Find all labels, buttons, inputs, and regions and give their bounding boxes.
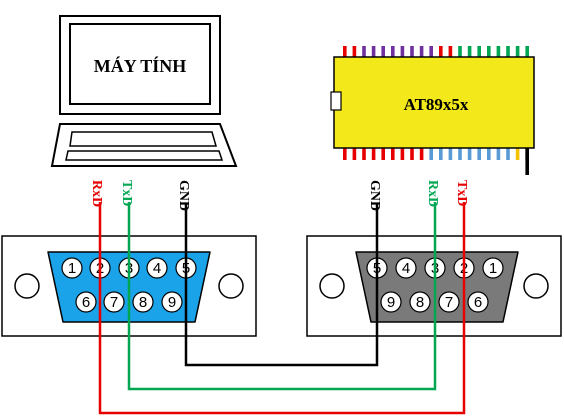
chip-notch	[330, 91, 342, 111]
right-rxd-label: RxD	[425, 180, 440, 207]
chip-pin-top-14	[467, 46, 472, 57]
chip-pin-bottom-10	[429, 148, 433, 160]
chip-pin-top-18	[506, 46, 510, 57]
chip-pin-bottom-7	[400, 148, 405, 160]
left-pin-4-socket	[146, 257, 168, 279]
chip-pin-top-15	[477, 46, 481, 57]
chip-pin-top-16	[487, 46, 491, 57]
chip-pin-top-1	[343, 46, 347, 57]
left-pin-7-socket	[103, 291, 125, 313]
chip-pin-top-6	[391, 46, 395, 57]
right-pin-7-socket	[438, 291, 460, 313]
chip-pin-bottom-1	[343, 148, 347, 160]
right-pin-9-socket	[380, 291, 402, 313]
chip-pin-top-20	[525, 46, 529, 57]
left-mount-hole-left	[14, 273, 40, 299]
chip-pin-bottom-18	[506, 148, 510, 160]
chip-pin-bottom-17	[496, 148, 501, 160]
chip-pin-top-13	[458, 46, 462, 57]
right-pin-1-label: 1	[489, 260, 497, 277]
right-pin-9-label: 9	[387, 294, 395, 311]
right-txd-label: TxD	[454, 180, 469, 206]
chip-pin-top-4	[371, 46, 376, 57]
chip-pin-bottom-5	[381, 148, 385, 160]
chip-pin-bottom-12	[448, 148, 453, 160]
right-pin-8-label: 8	[416, 294, 424, 311]
chip-pin-bottom-3	[362, 148, 366, 160]
left-signal-labels: RxD TxD GND	[89, 180, 191, 211]
chip-pin-bottom-2	[352, 148, 357, 160]
chip-pin-top-2	[352, 46, 357, 57]
gnd-wire	[184, 204, 379, 367]
right-gnd-label: GND	[367, 180, 382, 211]
chip-pin-bottom-16	[487, 148, 491, 160]
wires	[98, 202, 466, 415]
chip-pin-top-11	[439, 46, 443, 57]
rxd-to-txd-wire	[98, 202, 466, 415]
chip-pin-top-7	[400, 46, 405, 57]
left-pin-7-label: 7	[110, 294, 118, 311]
right-mount-hole-left	[319, 273, 345, 299]
left-pin-4-label: 4	[153, 260, 161, 277]
chip-pin-bottom-19	[515, 148, 520, 160]
chip-pin-top-10	[429, 46, 433, 57]
left-pin-6-label: 6	[82, 294, 90, 311]
chip-pin-bottom-11	[439, 148, 443, 160]
laptop-keyboard	[69, 131, 217, 147]
left-txd-label: TxD	[119, 180, 134, 206]
left-rxd-label: RxD	[89, 180, 104, 207]
chip-pin-bottom-14	[467, 148, 472, 160]
left-pin-8-socket	[132, 291, 154, 313]
left-pin-8-label: 8	[139, 294, 147, 311]
chip-pin-bottom-4	[371, 148, 376, 160]
chip-pins-top	[343, 46, 529, 57]
chip-pin-bottom-13	[458, 148, 462, 160]
txd-to-rxd-wire	[127, 202, 437, 391]
right-pin-6-socket	[467, 291, 489, 313]
left-pin-6-socket	[75, 291, 97, 313]
chip-pin-bottom-20-extended	[525, 148, 529, 175]
mcu-chip: AT89x5x	[330, 46, 535, 175]
chip-pin-top-17	[496, 46, 501, 57]
right-pin-1-socket	[482, 257, 504, 279]
right-signal-labels: GND RxD TxD	[367, 180, 469, 211]
chip-pin-top-12	[448, 46, 453, 57]
left-pin-1-socket	[61, 257, 83, 279]
chip-pin-top-8	[410, 46, 414, 57]
chip-pin-bottom-15	[477, 148, 481, 160]
computer: MÁY TÍNH	[50, 15, 238, 167]
chip-pin-top-9	[419, 46, 424, 57]
right-pin-8-socket	[409, 291, 431, 313]
laptop-touchpad-strip	[65, 150, 224, 161]
computer-label: MÁY TÍNH	[94, 55, 187, 76]
chip-pins-bottom	[343, 148, 529, 175]
right-pin-6-label: 6	[474, 294, 482, 311]
left-gnd-label: GND	[176, 180, 191, 211]
left-pin-9-label: 9	[168, 294, 176, 311]
left-pin-9-socket	[161, 291, 183, 313]
left-pin-1-label: 1	[68, 260, 76, 277]
chip-pin-top-3	[362, 46, 366, 57]
chip-pin-top-5	[381, 46, 385, 57]
laptop-screen	[69, 23, 211, 105]
chip-pin-top-19	[515, 46, 520, 57]
right-pin-4-socket	[395, 257, 417, 279]
chip-label: AT89x5x	[404, 95, 469, 114]
chip-body	[333, 56, 535, 149]
chip-pin-bottom-6	[391, 148, 395, 160]
right-mount-hole-right	[523, 273, 549, 299]
chip-pin-bottom-9	[419, 148, 424, 160]
left-mount-hole-right	[218, 273, 244, 299]
right-pin-7-label: 7	[445, 294, 453, 311]
right-pin-4-label: 4	[402, 260, 410, 277]
chip-pin-bottom-8	[410, 148, 414, 160]
